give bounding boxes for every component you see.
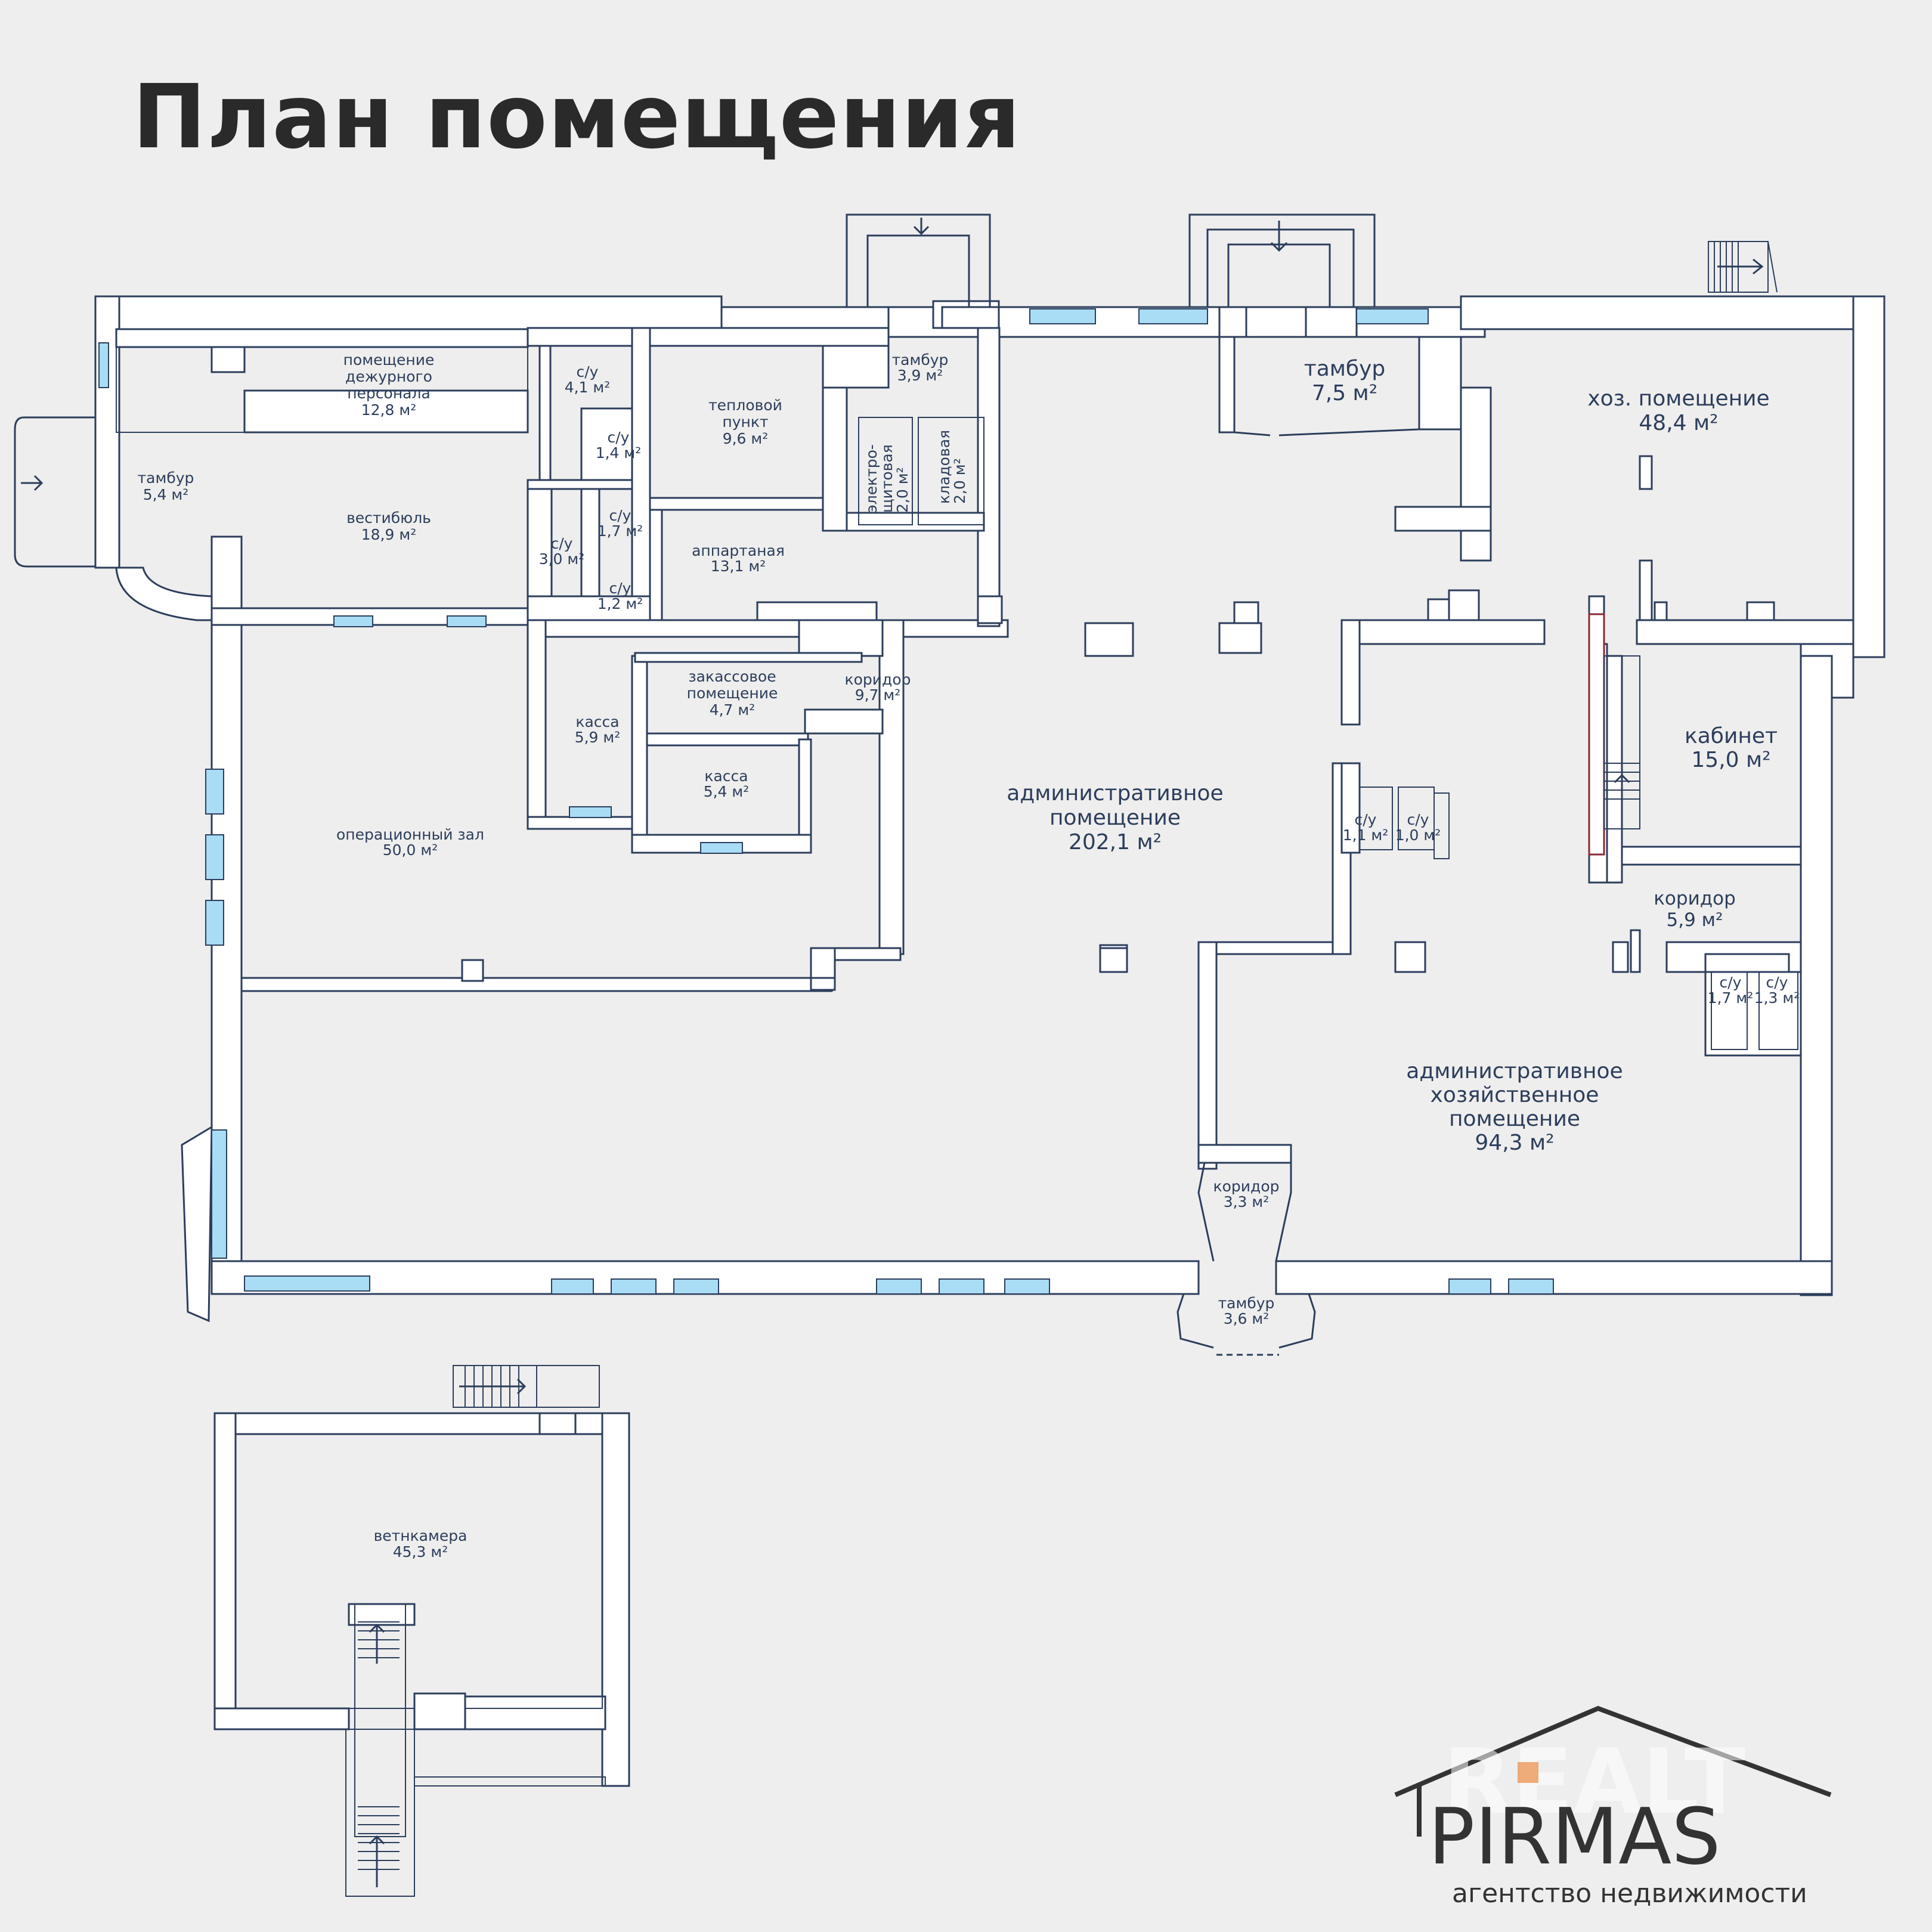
room-utility-name: хоз. помещение bbox=[1587, 386, 1769, 411]
room-vestibule-name: вестибюль bbox=[346, 509, 431, 527]
brand-logo: REALT PIRMAS агентство недвижимости bbox=[1394, 1705, 1832, 1909]
room-wc-13-name: с/у bbox=[1766, 974, 1788, 991]
room-admin-utility-line3: помещение bbox=[1449, 1107, 1580, 1131]
room-wc-30-area: 3,0 м² bbox=[539, 550, 585, 568]
room-tambur-75-name: тамбур bbox=[1304, 357, 1386, 381]
room-wc-17b-area: 1,7 м² bbox=[1708, 989, 1754, 1007]
room-wc-14-name: с/у bbox=[608, 429, 630, 446]
room-cabinet-area: 15,0 м² bbox=[1691, 748, 1770, 772]
room-pantry-area: 2,0 м² bbox=[951, 458, 968, 504]
room-electro-area: 2,0 м² bbox=[894, 467, 911, 513]
room-pantry-name: кладовая bbox=[936, 430, 953, 504]
watermark-square-icon bbox=[1518, 1762, 1538, 1783]
room-wc-11-area: 1,1 м² bbox=[1343, 826, 1389, 844]
upper-entrances bbox=[21, 213, 1778, 491]
room-back-cash-line1: закассовое bbox=[688, 668, 776, 685]
page-title: План помещения bbox=[132, 66, 1021, 168]
room-cash-59-name: касса bbox=[575, 713, 619, 730]
room-wc-10-area: 1,0 м² bbox=[1395, 826, 1441, 844]
room-cash-54-name: касса bbox=[704, 767, 748, 785]
room-cabinet-name: кабинет bbox=[1685, 724, 1778, 748]
room-heat-point-line2: пункт bbox=[722, 413, 768, 431]
room-admin-main-line2: помещение bbox=[1049, 806, 1181, 830]
room-admin-utility-area: 94,3 м² bbox=[1475, 1131, 1554, 1155]
room-wc-10-name: с/у bbox=[1407, 811, 1429, 828]
bottom-entrance bbox=[1176, 1144, 1316, 1356]
room-duty-staff-line1: помещение bbox=[343, 351, 435, 369]
room-wc-13-area: 1,3 м² bbox=[1754, 989, 1800, 1007]
room-wc-11-name: с/у bbox=[1355, 811, 1377, 828]
house-roof-icon bbox=[1394, 1705, 1832, 1797]
upper-left-rooms bbox=[115, 300, 1000, 854]
brand-watermark: REALT bbox=[1443, 1730, 1745, 1834]
room-admin-utility-line2: хозяйственное bbox=[1431, 1083, 1599, 1107]
room-wc-41-name: с/у bbox=[577, 363, 599, 380]
room-operating-hall-area: 50,0 м² bbox=[383, 841, 438, 859]
room-wc-17a-area: 1,7 м² bbox=[597, 522, 643, 540]
room-heat-point-line1: тепловой bbox=[708, 397, 782, 414]
room-corridor-33-area: 3,3 м² bbox=[1224, 1193, 1270, 1210]
brand-tagline: агентство недвижимости bbox=[1452, 1878, 1807, 1909]
room-wc-30-name: с/у bbox=[551, 535, 573, 552]
room-vent-chamber-area: 45,3 м² bbox=[393, 1543, 448, 1561]
room-utility-area: 48,4 м² bbox=[1639, 411, 1718, 435]
room-corridor-97-area: 9,7 м² bbox=[855, 686, 901, 704]
room-vent-chamber-name: ветнкамера bbox=[374, 1527, 467, 1544]
room-tambur-left-name: тамбур bbox=[138, 469, 194, 487]
room-electro-line2: щитовая bbox=[878, 444, 896, 513]
room-labels: помещение дежурного персонала 12,8 м² та… bbox=[138, 351, 1800, 1561]
room-wc-14-area: 1,4 м² bbox=[596, 444, 642, 462]
room-duty-staff-line3: персонала bbox=[347, 385, 431, 402]
room-operating-hall-name: операционный зал bbox=[336, 826, 484, 843]
room-back-cash-line2: помещение bbox=[687, 685, 778, 702]
room-corridor-59-name: коридор bbox=[1654, 888, 1736, 909]
room-tambur-39-name: тамбур bbox=[892, 351, 949, 369]
columns bbox=[461, 595, 1134, 982]
room-apparatus-area: 13,1 м² bbox=[711, 558, 766, 575]
room-tambur-75-area: 7,5 м² bbox=[1312, 381, 1377, 405]
tambur-left-exterior bbox=[14, 416, 213, 621]
room-duty-staff-line2: дежурного bbox=[345, 368, 432, 385]
room-wc-12-area: 1,2 м² bbox=[597, 595, 643, 612]
brand-name: PIRMAS bbox=[1428, 1791, 1721, 1882]
room-electro-line1: электро- bbox=[863, 444, 880, 513]
room-tambur-36-area: 3,6 м² bbox=[1224, 1310, 1270, 1327]
vent-chamber-plan bbox=[213, 1365, 630, 1897]
room-duty-staff-area: 12,8 м² bbox=[361, 401, 417, 419]
room-wc-17b-name: с/у bbox=[1720, 974, 1742, 991]
room-cash-59-area: 5,9 м² bbox=[575, 729, 621, 746]
room-cash-54-area: 5,4 м² bbox=[704, 783, 750, 800]
room-corridor-33-name: коридор bbox=[1213, 1178, 1280, 1195]
room-admin-main-line1: административное bbox=[1007, 781, 1223, 806]
room-tambur-36-name: тамбур bbox=[1218, 1295, 1275, 1312]
room-apparatus-name: аппартаная bbox=[692, 542, 785, 559]
room-corridor-97-name: коридор bbox=[845, 671, 911, 688]
room-wc-12-name: с/у bbox=[609, 580, 631, 597]
room-admin-utility-line1: административное bbox=[1406, 1059, 1623, 1083]
windows bbox=[98, 308, 1554, 1295]
room-wc-41-area: 4,1 м² bbox=[565, 379, 611, 396]
room-tambur-39-area: 3,9 м² bbox=[897, 367, 943, 384]
room-back-cash-area: 4,7 м² bbox=[710, 701, 756, 719]
room-wc-17a-name: с/у bbox=[609, 507, 631, 524]
outer-walls bbox=[94, 295, 1885, 1323]
room-admin-main-area: 202,1 м² bbox=[1069, 830, 1162, 854]
room-heat-point-area: 9,6 м² bbox=[723, 430, 769, 447]
room-corridor-59-area: 5,9 м² bbox=[1667, 909, 1723, 931]
room-vestibule-area: 18,9 м² bbox=[361, 526, 417, 543]
room-tambur-left-area: 5,4 м² bbox=[143, 486, 189, 503]
